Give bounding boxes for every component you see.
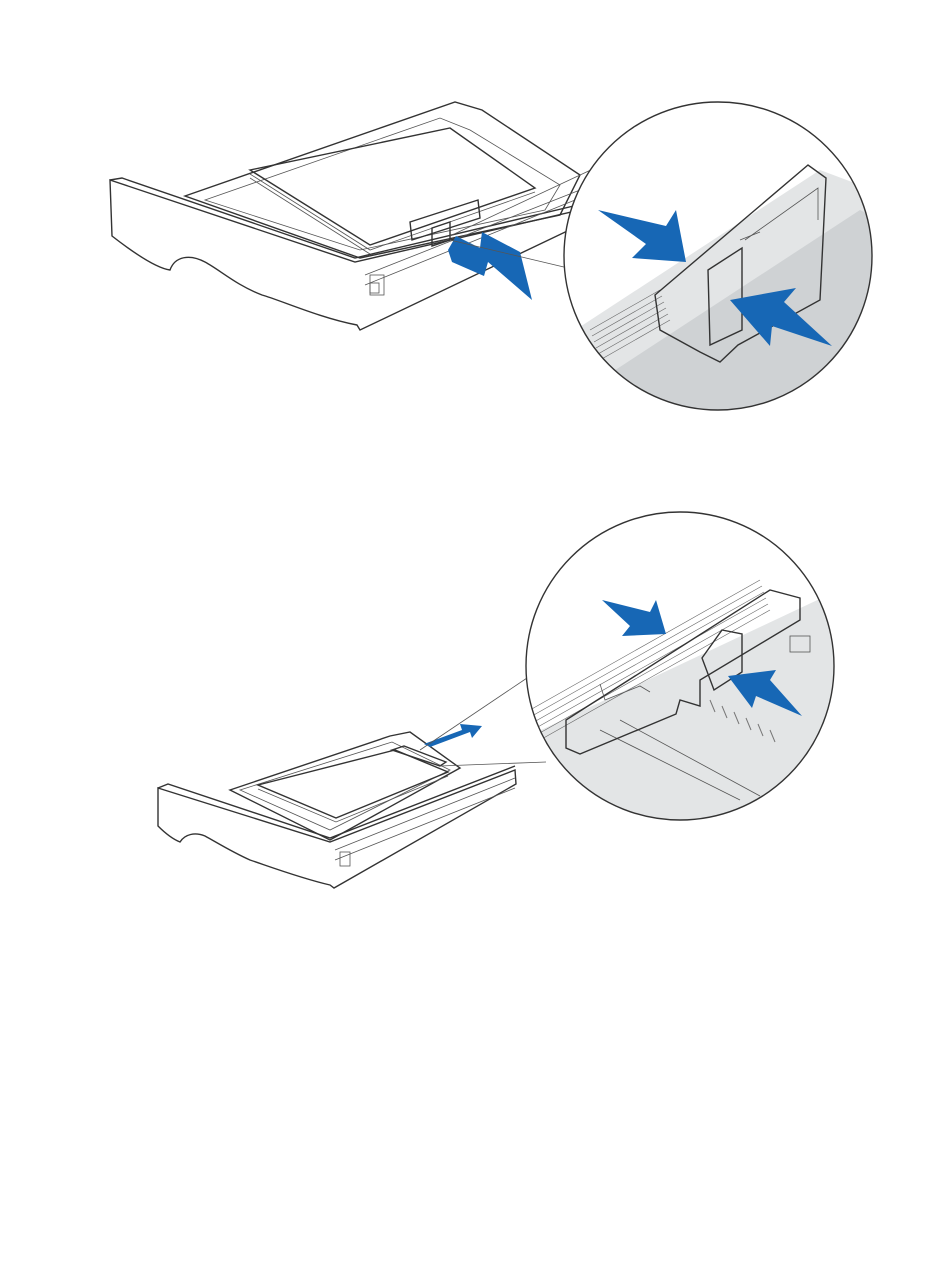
- width-guide-svg: [0, 0, 950, 440]
- paper-stack: [250, 128, 535, 254]
- zoom-callout-icon: [560, 102, 900, 420]
- length-guide-icon: [392, 746, 446, 766]
- paper-tray-icon: [158, 732, 516, 888]
- width-guide-illustration: [0, 0, 950, 440]
- length-guide-illustration: [0, 500, 950, 920]
- zoom-callout-icon: [520, 512, 860, 830]
- length-guide-svg: [0, 500, 950, 920]
- paper-tray-icon: [110, 102, 582, 330]
- paper-stack: [258, 750, 448, 822]
